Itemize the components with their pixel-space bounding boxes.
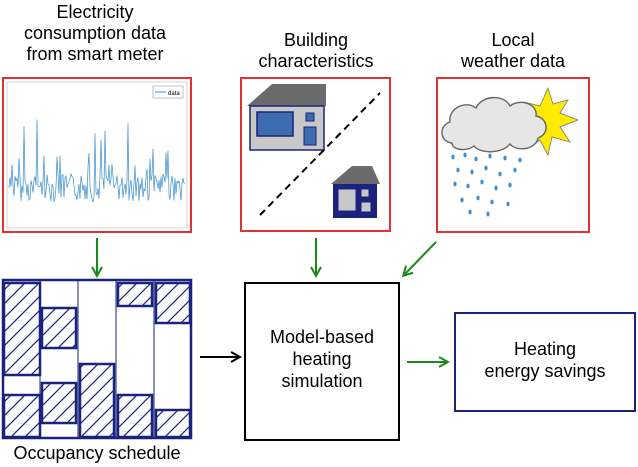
- model-box: [244, 282, 400, 441]
- rain-drop: [494, 185, 498, 191]
- rain-drop: [460, 197, 464, 203]
- weather-panel: [436, 77, 590, 233]
- occupied-block: [116, 281, 154, 308]
- occupied-block: [2, 281, 42, 377]
- electricity-panel: data: [2, 77, 192, 233]
- model-label: Model-based heating simulation: [245, 326, 399, 392]
- rain-drop: [486, 211, 490, 217]
- rain-drop: [488, 153, 492, 159]
- building-panel: [240, 77, 391, 232]
- rain-drop: [508, 182, 512, 188]
- rain-drop: [484, 165, 488, 171]
- consumption-signal: [8, 119, 185, 203]
- weather-title: Local weather data: [438, 30, 588, 72]
- savings-label-line1: Heating: [513, 339, 577, 359]
- building-title-line2: characteristics: [258, 51, 374, 71]
- savings-box: [454, 312, 636, 412]
- electricity-title-line1: Electricity: [56, 2, 134, 22]
- rain-drop: [518, 157, 522, 163]
- legend-box: data: [152, 85, 184, 99]
- rain-drop: [474, 156, 478, 162]
- occupied-block: [2, 393, 42, 439]
- small-house-icon: [331, 166, 380, 218]
- rain-drop: [470, 169, 474, 175]
- occupancy-schedule: [1, 278, 193, 440]
- electricity-title-line3: from smart meter: [26, 44, 164, 64]
- rain-drop: [456, 167, 460, 173]
- rain-drop: [476, 195, 480, 201]
- building-title-line1: Building: [283, 30, 349, 50]
- rain-drop: [513, 167, 517, 173]
- rain-drop: [498, 171, 502, 177]
- arrow-weather-to-model: [404, 241, 437, 275]
- model-label-line1: Model-based: [269, 327, 375, 347]
- weather-title-line2: weather data: [460, 51, 566, 71]
- occupied-block: [40, 306, 78, 350]
- rain-drop: [451, 154, 455, 160]
- rain-icon: [451, 152, 522, 217]
- building-title: Building characteristics: [236, 30, 396, 72]
- occupied-block: [116, 393, 154, 439]
- occupied-block: [78, 362, 116, 439]
- electricity-title-line2: consumption data: [23, 23, 167, 43]
- occupancy-caption: Occupancy schedule: [13, 443, 181, 463]
- rain-drop: [468, 209, 472, 215]
- occupied-block: [154, 408, 192, 439]
- rain-drop: [480, 179, 484, 185]
- weather-title-line1: Local: [491, 30, 535, 50]
- savings-label: Heating energy savings: [455, 338, 635, 382]
- rain-drop: [506, 201, 510, 207]
- legend-label: data: [168, 91, 180, 97]
- model-label-line2: heating: [292, 349, 352, 369]
- rain-drop: [503, 155, 507, 161]
- occupied-block: [154, 281, 192, 325]
- electricity-title: Electricity consumption data from smart …: [0, 2, 190, 65]
- rain-drop: [453, 181, 457, 187]
- divider-line: [259, 92, 381, 216]
- rain-drop: [466, 183, 470, 189]
- occupied-block: [40, 381, 78, 425]
- cloud-icon: [441, 96, 547, 153]
- rain-drop: [490, 199, 494, 205]
- model-label-line3: simulation: [281, 371, 363, 391]
- large-house-icon: [247, 84, 326, 151]
- savings-label-line2: energy savings: [484, 361, 606, 381]
- rain-drop: [463, 152, 467, 158]
